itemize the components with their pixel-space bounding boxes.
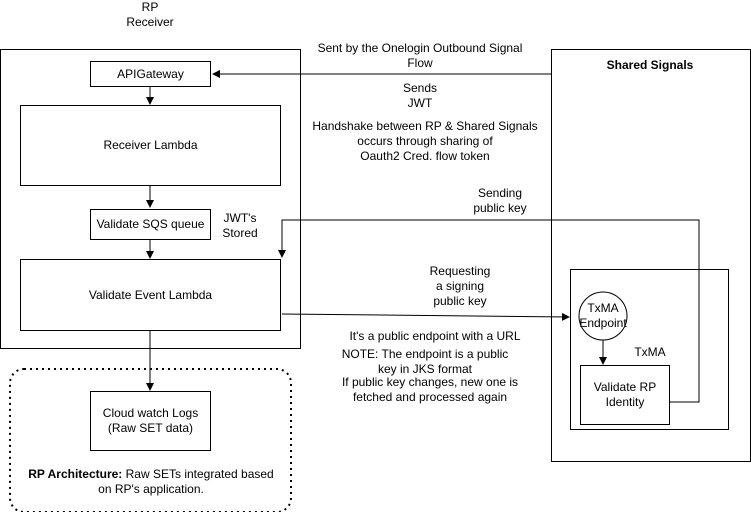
jwts-stored-label: JWT's Stored (222, 211, 258, 240)
rp-receiver-title: RP Receiver (126, 0, 174, 29)
cloudwatch-logs-box: Cloud watch Logs (Raw SET data) (90, 391, 211, 451)
key-changes-label: If public key changes, new one is fetche… (341, 375, 519, 404)
sends-jwt-label: Sends JWT (402, 81, 438, 110)
txma-endpoint-label: TxMA Endpoint (579, 301, 627, 330)
requesting-key-label: Requesting a signing public key (429, 264, 491, 308)
validate-event-lambda-box: Validate Event Lambda (20, 259, 281, 331)
sending-public-key-label: Sending public key (473, 186, 527, 215)
apigateway-box: APIGateway (90, 61, 211, 87)
validate-rp-identity-box: Validate RP Identity (580, 365, 670, 425)
public-endpoint-label: It's a public endpoint with a URL (349, 329, 521, 343)
rp-architecture-caption-rest: Raw SETs integrated based on RP's applic… (98, 467, 274, 496)
rp-architecture-caption: RP Architecture: Raw SETs integrated bas… (20, 467, 282, 497)
rp-architecture-caption-bold: RP Architecture: (28, 467, 123, 481)
txma-container (570, 269, 729, 430)
txma-label: TxMA (634, 345, 666, 359)
receiver-lambda-box: Receiver Lambda (20, 105, 281, 186)
arrow-public-key-to-event (278, 219, 700, 403)
shared-signals-title: Shared Signals (606, 58, 694, 72)
handshake-label: Handshake between RP & Shared Signals oc… (312, 119, 538, 163)
txma-endpoint-circle (578, 291, 628, 341)
rp-receiver-container (0, 49, 301, 349)
outbound-flow-label: Sent by the Onelogin Outbound Signal Flo… (317, 41, 523, 70)
validate-sqs-queue-box: Validate SQS queue (90, 209, 211, 240)
arrow-event-to-endpoint (281, 312, 570, 321)
note-jks-label: NOTE: The endpoint is a public key in JK… (341, 347, 509, 376)
